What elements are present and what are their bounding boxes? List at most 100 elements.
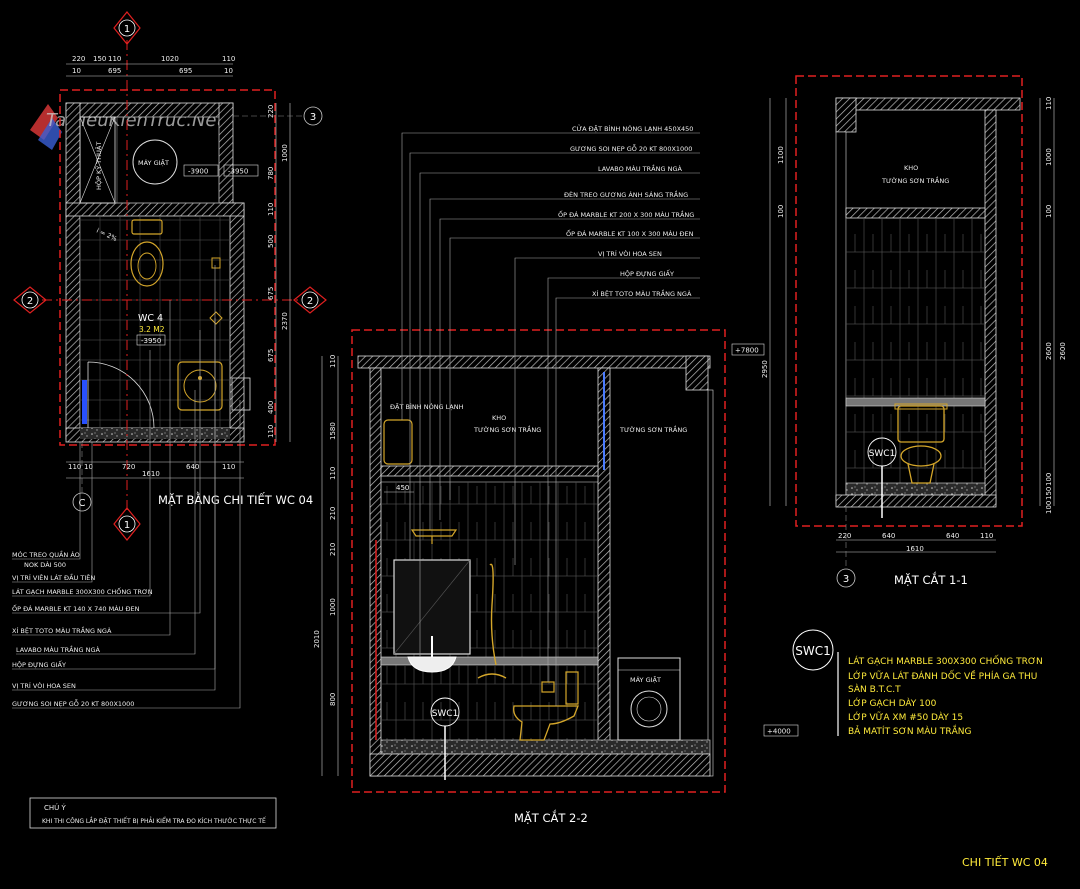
dim-r-4: 500: [267, 235, 275, 248]
legend-left-1: NOK DÀI 500: [24, 560, 66, 569]
grid-3-plan-label: 3: [310, 112, 316, 123]
dim22-l3: 210: [329, 507, 337, 520]
note-box: CHÚ Ý KHI THI CÔNG LẮP ĐẶT THIẾT BỊ PHẢI…: [29, 797, 277, 829]
grid-1-top-label: 1: [124, 24, 130, 35]
dim22-l6: 800: [329, 693, 337, 706]
toilet-plan-icon: [130, 219, 164, 287]
section22-boundary: [351, 329, 726, 793]
callout22-1: GƯƠNG SOI NẸP GỖ 20 KT 800X1000: [570, 143, 692, 153]
callout22-7: HỘP ĐỰNG GIẤY: [620, 268, 674, 278]
swc1-layer-1: LỚP VỮA LÁT ĐÁNH DỐC VỀ PHÍA GA THU: [848, 669, 1037, 682]
dim-top-2a: 10: [72, 67, 81, 75]
note-title: CHÚ Ý: [44, 803, 67, 812]
dim11-l0: 1100: [777, 146, 785, 164]
legend-left: MÓC TREO QUẦN ÁO NOK DÀI 500 VỊ TRÍ VIÊN…: [12, 265, 241, 709]
dim-bot-d: 640: [186, 463, 199, 471]
dim11-r6: 100: [1045, 501, 1053, 514]
callout22-5: ỐP ĐÁ MARBLE KT 100 X 300 MÀU ĐEN: [566, 228, 694, 238]
dim22-l1: 1580: [329, 422, 337, 440]
legend-left-0: MÓC TREO QUẦN ÁO: [12, 549, 80, 559]
plan-floor-tiles: [80, 216, 230, 428]
dim11-b0: 220: [838, 532, 851, 540]
toilet-elevation-icon: [513, 671, 579, 741]
dim11-total: 1610: [906, 545, 924, 553]
shower-icon: [209, 311, 223, 325]
grid-2-right-label: 2: [307, 296, 313, 307]
section11-bottom-dimensions: 220 640 640 110 1610: [836, 532, 996, 553]
section11-tag-label: SWC1: [869, 449, 896, 459]
section11-tag: SWC1: [867, 437, 897, 518]
legend-left-7: HỘP ĐỰNG GIẤY: [12, 659, 66, 669]
dim-450: 450: [396, 484, 409, 492]
dim22-total: 2010: [313, 630, 321, 648]
legend-left-4: ỐP ĐÁ MARBLE KT 140 X 740 MÀU ĐEN: [12, 603, 140, 613]
grid-marker-2-right: 2: [293, 286, 327, 314]
sheet-title: CHI TIẾT WC 04: [962, 855, 1048, 869]
dim-top-2b: 695: [108, 67, 121, 75]
plan-bottom-dimensions: 110 10 720 640 110 1610: [66, 461, 244, 479]
dim-top-1e: 110: [222, 55, 235, 63]
dim11-r3: 2600: [1045, 342, 1053, 360]
plan-title: MẶT BẰNG CHI TIẾT WC 04: [158, 491, 313, 507]
grid-marker-3-section: 3: [836, 506, 856, 588]
dim-r-6: 675: [267, 349, 275, 362]
dim-r-total: 2370: [281, 312, 289, 330]
dim11-b3: 110: [980, 532, 993, 540]
dim11-b2: 640: [946, 532, 959, 540]
dim-bot-e: 110: [222, 463, 235, 471]
dim-top-1a: 220: [72, 55, 85, 63]
paper-box-icon: [211, 257, 221, 269]
swc1-legend-tag: SWC1: [795, 644, 831, 658]
dim-bot-total: 1610: [142, 470, 160, 478]
grid-3-section-label: 3: [843, 574, 849, 585]
callout22-2: LAVABO MÀU TRẮNG NGÀ: [598, 163, 682, 173]
toilet-front-icon: [894, 403, 948, 484]
door-leaf: [82, 380, 87, 424]
heater-label: ĐẶT BÌNH NÓNG LẠNH: [390, 402, 464, 411]
swc1-legend: SWC1 LÁT GẠCH MARBLE 300X300 CHỐNG TRƠN …: [792, 629, 1043, 737]
callout22-8: XÍ BỆT TOTO MÀU TRẮNG NGÀ: [592, 288, 692, 298]
dim-r-0: 220: [267, 105, 275, 118]
dim-r-2: 780: [267, 167, 275, 180]
dim-bot-b: 10: [84, 463, 93, 471]
plan-wall-top: [65, 102, 234, 118]
plan-right-dimensions: 220 1000 780 110 500 675 675 400 110 237…: [267, 103, 291, 442]
plan-boundary: [59, 89, 276, 446]
level-bottom-22-text: +4000: [767, 728, 791, 736]
water-heater-icon: [383, 419, 413, 465]
grid-1-bottom-label: 1: [124, 520, 130, 531]
plan-top-dimensions: 220 150 110 1020 110 10 695 695 10: [66, 55, 235, 77]
dim-top-2c: 695: [179, 67, 192, 75]
room-level: -3950: [141, 337, 161, 345]
swc1-layer-5: BẢ MATÍT SƠN MÀU TRẮNG: [848, 724, 971, 737]
level-bottom-22: +4000: [763, 724, 799, 737]
dim22-l4: 210: [329, 543, 337, 556]
level-top-22-text: +7800: [735, 347, 759, 355]
section11-right-dimensions: 110 1000 100 2600 100 150 100 2600: [1039, 97, 1067, 514]
room-area: 3.2 M2: [139, 325, 165, 334]
tiled-wall-11: [846, 218, 985, 483]
dim11-l1: 100: [777, 205, 785, 218]
callout22-6: VỊ TRÍ VÒI HOA SEN: [598, 249, 662, 258]
basin-icon: [407, 656, 457, 673]
dim11-r-total: 2600: [1059, 342, 1067, 360]
dim-r-3: 110: [267, 203, 275, 216]
section11-title: MẶT CẮT 1-1: [894, 571, 968, 587]
grid-marker-3-plan: 3: [233, 106, 323, 126]
grid-2-left-label: 2: [27, 296, 33, 307]
washer-elevation-icon: [617, 657, 681, 741]
grid-marker-c: C: [72, 442, 92, 512]
section22-left-dimensions: 110 1580 110 210 210 1000 800 2010: [313, 355, 339, 776]
swc1-layer-4: LỚP VỮA XM #50 DÀY 15: [848, 711, 963, 723]
section22-tag-label: SWC1: [432, 709, 459, 719]
legend-left-8: VỊ TRÍ VÒI HOA SEN: [12, 681, 76, 690]
dim-r-8: 110: [267, 425, 275, 438]
level-top-22: +7800: [731, 343, 765, 356]
section22-title: MẶT CẮT 2-2: [514, 809, 588, 825]
dim11-b1: 640: [882, 532, 895, 540]
machine-label-22: MÁY GIẶT: [630, 675, 661, 684]
dim11-r1: 1000: [1045, 148, 1053, 166]
section22-callouts: CỬA ĐẶT BÌNH NÓNG LẠNH 450X450 GƯƠNG SOI…: [401, 124, 700, 706]
grid-marker-1-top: 1: [113, 11, 141, 45]
section-1-1: KHO TƯỜNG SƠN TRẮNG SWC1 220 640 640 110…: [761, 75, 1067, 588]
